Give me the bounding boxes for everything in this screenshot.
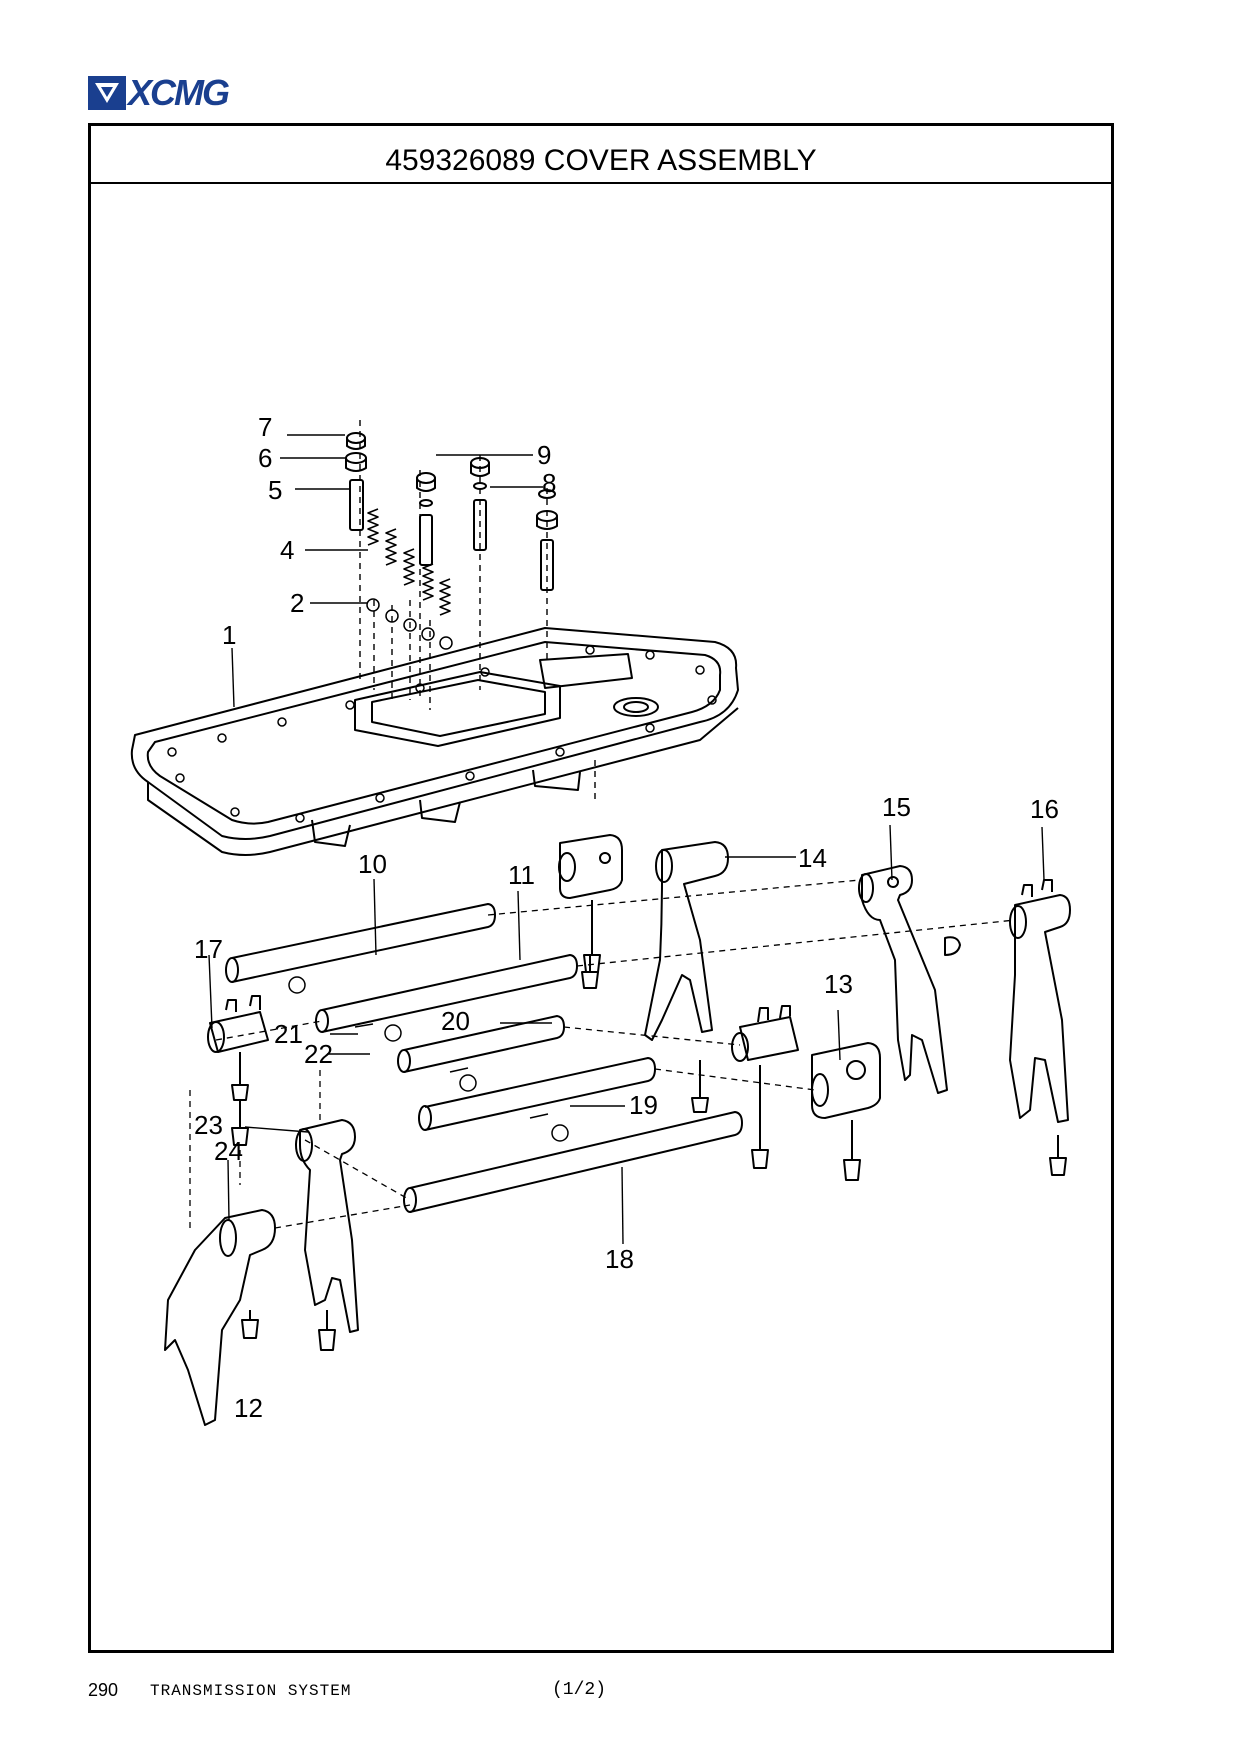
callout-19: 19 <box>629 1090 658 1120</box>
callout-4: 4 <box>280 535 294 565</box>
callout-18: 18 <box>605 1244 634 1274</box>
callout-17: 17 <box>194 934 223 964</box>
fastener-stack-left <box>345 432 367 531</box>
shift-block-mid <box>731 1005 799 1169</box>
callout-14: 14 <box>798 843 827 873</box>
callout-23: 23 <box>194 1110 223 1140</box>
callout-8: 8 <box>542 468 556 498</box>
shift-fork-24 <box>164 1209 276 1426</box>
assembly-lines-upper <box>359 420 596 800</box>
shift-fork-15 <box>858 865 961 1094</box>
page-title: 459326089 COVER ASSEMBLY <box>385 144 817 177</box>
callout-labels: 7 6 5 4 2 1 9 8 15 16 10 11 14 17 13 20 … <box>194 412 1059 1423</box>
shift-rod-19 <box>418 1057 656 1131</box>
footer-page-number: 290 <box>88 1680 119 1700</box>
callout-20: 20 <box>441 1006 470 1036</box>
shift-block-top <box>558 834 623 973</box>
callout-2: 2 <box>290 588 304 618</box>
xcmg-logo: XCMG <box>88 72 248 113</box>
callout-7: 7 <box>258 412 272 442</box>
footer-sheet-number: (1/2) <box>552 1680 607 1700</box>
callout-12: 12 <box>234 1393 263 1423</box>
assembly-lines-lower <box>189 879 1016 1230</box>
shift-block-13 <box>811 1042 881 1181</box>
shift-block-17 <box>207 995 269 1101</box>
interlock-pins <box>288 976 569 1142</box>
detent-balls <box>366 598 453 650</box>
callout-10: 10 <box>358 849 387 879</box>
shift-rod-10 <box>225 903 496 983</box>
callout-9: 9 <box>537 440 551 470</box>
shift-fork-16 <box>1009 879 1071 1176</box>
callout-6: 6 <box>258 443 272 473</box>
shift-fork-23 <box>295 1119 359 1351</box>
shift-rod-18 <box>403 1111 743 1213</box>
fastener-stack-far <box>536 489 558 591</box>
fastener-stack-right <box>470 457 490 551</box>
footer-section-title: TRANSMISSION SYSTEM <box>150 1682 352 1700</box>
callout-15: 15 <box>882 792 911 822</box>
callout-13: 13 <box>824 969 853 999</box>
callout-16: 16 <box>1030 794 1059 824</box>
callout-5: 5 <box>268 475 282 505</box>
shift-fork-14 <box>644 841 729 1113</box>
callout-21: 21 <box>274 1019 303 1049</box>
logo-wordmark: XCMG <box>128 72 230 113</box>
bottom-bolts <box>231 955 599 1146</box>
logo-mark-icon <box>88 76 126 110</box>
detent-springs <box>367 508 451 616</box>
title-bar: 459326089 COVER ASSEMBLY <box>91 126 1111 184</box>
cover-plate <box>130 627 739 856</box>
drawing-frame: 459326089 COVER ASSEMBLY <box>88 123 1114 1653</box>
cover-bolt-holes <box>167 645 717 823</box>
callout-24: 24 <box>214 1136 243 1166</box>
callout-1: 1 <box>222 620 236 650</box>
callout-22: 22 <box>304 1039 333 1069</box>
callout-11: 11 <box>508 860 535 890</box>
fastener-stack-mid <box>416 472 436 566</box>
shift-rod-20 <box>397 1015 565 1073</box>
